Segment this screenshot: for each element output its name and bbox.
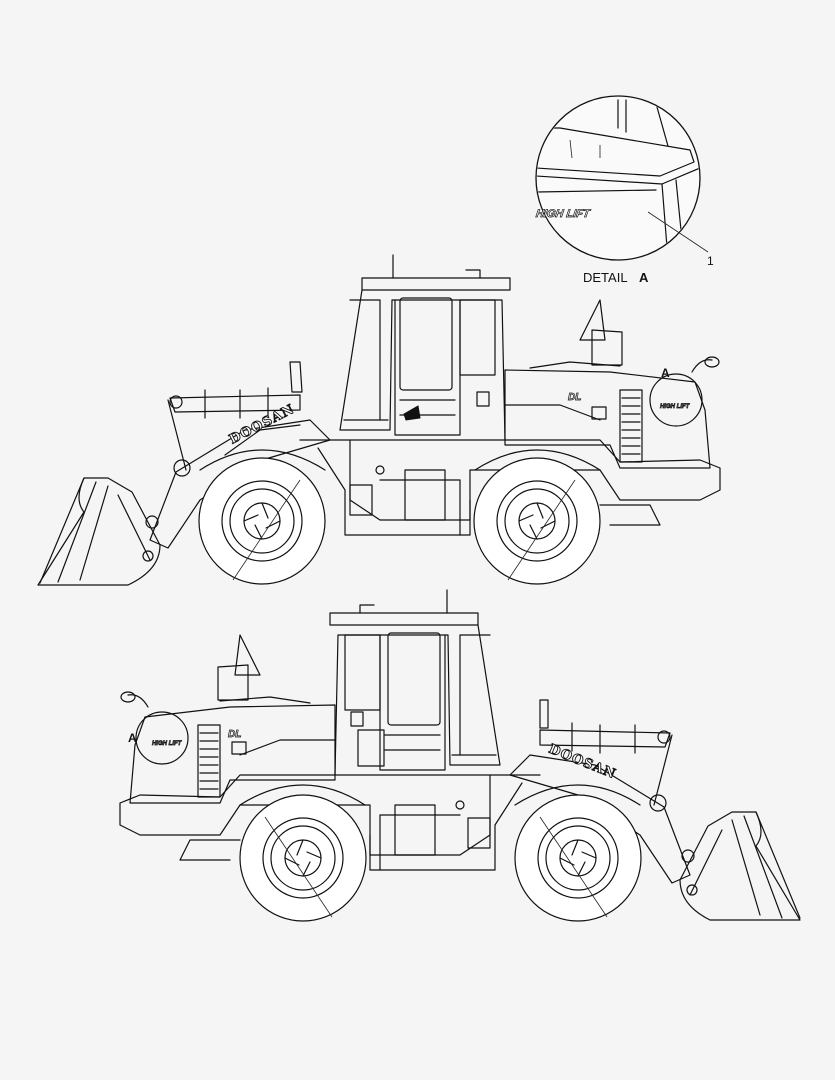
callout-number: 1 (707, 254, 714, 268)
callout-leader (647, 211, 709, 253)
engine-hood: DL HIGH LIFT (120, 634, 336, 804)
chassis (119, 774, 541, 871)
rear-wheel (239, 794, 367, 922)
operator-cab (339, 254, 511, 441)
front-fender (199, 449, 326, 471)
detail-hood-corner (537, 99, 699, 259)
model-badge: DL (228, 729, 241, 740)
engine-hood: DL HIGH LIFT (504, 299, 720, 469)
wheel-loader-right-side-view: DOOSAN (119, 589, 801, 922)
detail-a-marker: A (128, 731, 137, 745)
bucket (679, 811, 801, 921)
front-fender (514, 784, 641, 806)
front-wheel (198, 457, 326, 585)
bucket (37, 477, 161, 586)
rear-fender (239, 784, 366, 806)
brand-decal: DOOSAN (227, 402, 297, 448)
rear-wheel (473, 457, 601, 585)
side-decal: HIGH LIFT (660, 404, 691, 410)
model-badge: DL (568, 392, 581, 403)
detail-a-inset: HIGH LIFT 1 DETAIL A (535, 95, 714, 285)
rear-fender (474, 449, 601, 471)
detail-decal-text: HIGH LIFT (535, 208, 592, 220)
detail-a-marker-circle (135, 711, 189, 765)
side-decal: HIGH LIFT (152, 741, 183, 747)
wheel-loader-left-side-view: DOOSAN (37, 254, 721, 586)
front-wheel (514, 794, 642, 922)
chassis (299, 439, 721, 536)
brand-decal: DOOSAN (547, 742, 619, 783)
detail-caption-letter: A (639, 270, 649, 285)
detail-caption: DETAIL (583, 270, 628, 285)
operator-cab (329, 589, 501, 776)
detail-a-marker-circle (649, 373, 703, 427)
detail-a-marker: A (661, 366, 670, 380)
